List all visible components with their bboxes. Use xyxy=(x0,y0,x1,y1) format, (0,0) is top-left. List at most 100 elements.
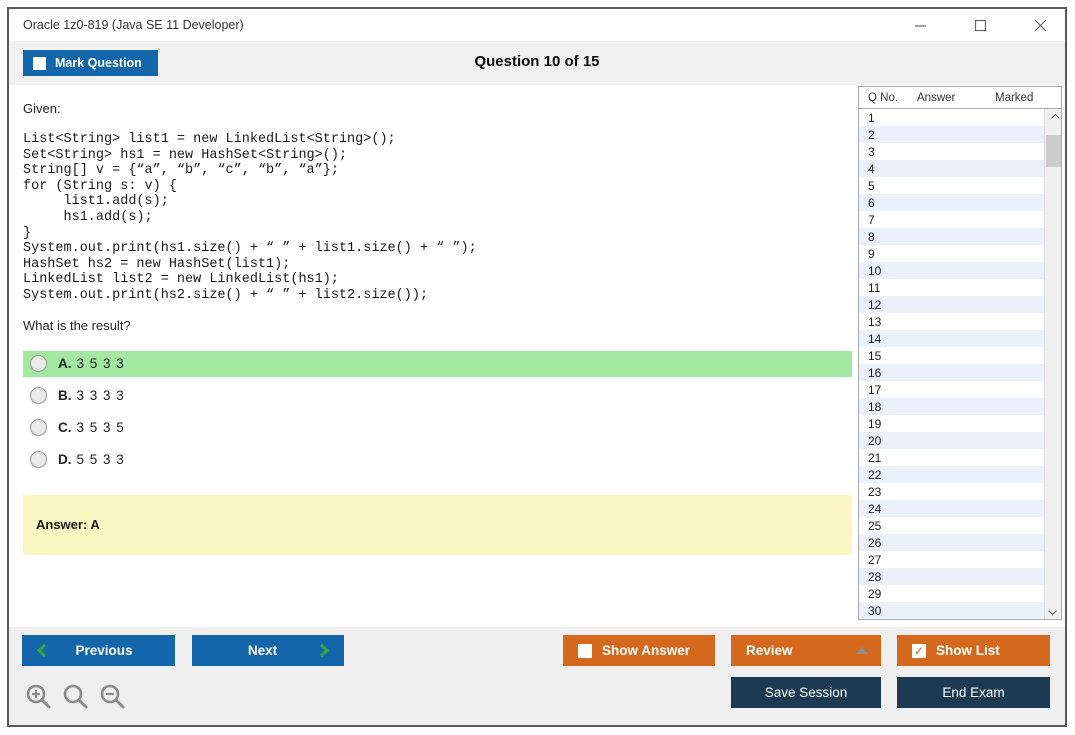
column-answer: Answer xyxy=(917,91,956,104)
answer-option[interactable]: A.3 5 3 3 xyxy=(23,350,852,377)
question-list-row[interactable]: 30 xyxy=(859,602,1044,619)
zoom-in-icon[interactable] xyxy=(25,683,53,711)
question-list-row[interactable]: 27 xyxy=(859,551,1044,568)
option-letter: D. xyxy=(58,452,72,468)
row-qno: 25 xyxy=(868,518,882,533)
question-list-row[interactable]: 28 xyxy=(859,568,1044,585)
app-window: Oracle 1z0-819 (Java SE 11 Developer) Qu… xyxy=(7,7,1067,727)
question-list-row[interactable]: 12 xyxy=(859,296,1044,313)
show-answer-button[interactable]: Show Answer xyxy=(563,635,715,666)
show-answer-checkbox[interactable] xyxy=(578,643,592,658)
answer-option[interactable]: C.3 5 3 5 xyxy=(23,415,852,441)
question-list-row[interactable]: 18 xyxy=(859,398,1044,415)
chevron-left-icon xyxy=(36,643,47,658)
question-list-row[interactable]: 11 xyxy=(859,279,1044,296)
mark-question-label: Mark Question xyxy=(55,56,142,70)
zoom-out-icon[interactable] xyxy=(99,683,127,711)
scrollbar[interactable] xyxy=(1044,109,1061,619)
radio-button[interactable] xyxy=(30,355,47,373)
question-list-row[interactable]: 23 xyxy=(859,483,1044,500)
radio-button[interactable] xyxy=(30,387,47,405)
option-letter: B. xyxy=(58,388,72,404)
close-icon[interactable] xyxy=(1033,18,1047,32)
question-prompt: What is the result? xyxy=(23,317,131,333)
row-qno: 15 xyxy=(868,348,882,363)
row-qno: 23 xyxy=(868,484,882,499)
row-qno: 1 xyxy=(868,110,875,125)
answer-option[interactable]: B.3 3 3 3 xyxy=(23,383,852,409)
question-panel: Given: List<String> list1 = new LinkedLi… xyxy=(9,85,857,555)
triangle-up-icon xyxy=(856,647,868,654)
zoom-controls xyxy=(25,683,127,711)
next-button[interactable]: Next xyxy=(192,635,344,666)
radio-button[interactable] xyxy=(30,451,47,469)
answer-box: Answer: A xyxy=(23,494,852,555)
row-qno: 6 xyxy=(868,195,875,210)
scrollbar-thumb[interactable] xyxy=(1046,135,1061,167)
row-qno: 10 xyxy=(868,263,882,278)
row-qno: 29 xyxy=(868,586,882,601)
mark-question-checkbox[interactable] xyxy=(33,56,46,70)
question-list-row[interactable]: 29 xyxy=(859,585,1044,602)
question-list-row[interactable]: 2 xyxy=(859,126,1044,143)
question-list-row[interactable]: 26 xyxy=(859,534,1044,551)
row-qno: 2 xyxy=(868,127,875,142)
title-bar: Oracle 1z0-819 (Java SE 11 Developer) xyxy=(9,9,1065,41)
question-list-row[interactable]: 17 xyxy=(859,381,1044,398)
maximize-icon[interactable] xyxy=(973,18,987,32)
row-qno: 4 xyxy=(868,161,875,176)
review-dropdown[interactable]: Review xyxy=(731,635,881,666)
question-list-row[interactable]: 4 xyxy=(859,160,1044,177)
question-list-row[interactable]: 19 xyxy=(859,415,1044,432)
row-qno: 8 xyxy=(868,229,875,244)
question-list-row[interactable]: 5 xyxy=(859,177,1044,194)
question-list-row[interactable]: 1 xyxy=(859,109,1044,126)
show-list-label: Show List xyxy=(936,643,1000,658)
question-list-row[interactable]: 9 xyxy=(859,245,1044,262)
show-list-checkbox[interactable]: ✓ xyxy=(912,643,926,658)
chevron-right-icon xyxy=(319,643,330,658)
scroll-up-icon[interactable] xyxy=(1045,109,1061,126)
column-qno: Q No. xyxy=(868,91,899,104)
minimize-icon[interactable] xyxy=(913,18,927,32)
row-qno: 11 xyxy=(868,280,881,295)
question-list-row[interactable]: 8 xyxy=(859,228,1044,245)
question-list-row[interactable]: 20 xyxy=(859,432,1044,449)
scroll-down-icon[interactable] xyxy=(1045,602,1061,619)
question-list-row[interactable]: 13 xyxy=(859,313,1044,330)
previous-label: Previous xyxy=(75,643,133,658)
row-qno: 21 xyxy=(868,450,882,465)
question-list-row[interactable]: 24 xyxy=(859,500,1044,517)
toolbar: Question 10 of 15 Mark Question xyxy=(9,41,1065,85)
next-label: Next xyxy=(247,643,278,658)
row-qno: 13 xyxy=(868,314,882,329)
row-qno: 22 xyxy=(868,467,882,482)
answer-option[interactable]: D.5 5 3 3 xyxy=(23,447,852,473)
row-qno: 16 xyxy=(868,365,882,380)
question-list-row[interactable]: 14 xyxy=(859,330,1044,347)
row-qno: 14 xyxy=(868,331,882,346)
row-qno: 12 xyxy=(868,297,882,312)
previous-button[interactable]: Previous xyxy=(22,635,175,666)
question-list-row[interactable]: 15 xyxy=(859,347,1044,364)
radio-button[interactable] xyxy=(30,419,47,437)
question-list-row[interactable]: 22 xyxy=(859,466,1044,483)
end-exam-button[interactable]: End Exam xyxy=(897,677,1050,708)
question-list-row[interactable]: 21 xyxy=(859,449,1044,466)
option-letter: A. xyxy=(58,356,72,372)
footer-bar: Previous Next Show Answer Review ✓ Show … xyxy=(9,627,1065,725)
question-list-row[interactable]: 16 xyxy=(859,364,1044,381)
question-list-row[interactable]: 6 xyxy=(859,194,1044,211)
option-text: 3 3 3 3 xyxy=(76,388,125,404)
question-list-row[interactable]: 25 xyxy=(859,517,1044,534)
question-list-row[interactable]: 7 xyxy=(859,211,1044,228)
question-list-row[interactable]: 10 xyxy=(859,262,1044,279)
zoom-icon[interactable] xyxy=(62,683,90,711)
mark-question-button[interactable]: Mark Question xyxy=(23,50,158,76)
show-list-button[interactable]: ✓ Show List xyxy=(897,635,1050,666)
row-qno: 20 xyxy=(868,433,882,448)
question-list-row[interactable]: 3 xyxy=(859,143,1044,160)
save-session-button[interactable]: Save Session xyxy=(731,677,881,708)
